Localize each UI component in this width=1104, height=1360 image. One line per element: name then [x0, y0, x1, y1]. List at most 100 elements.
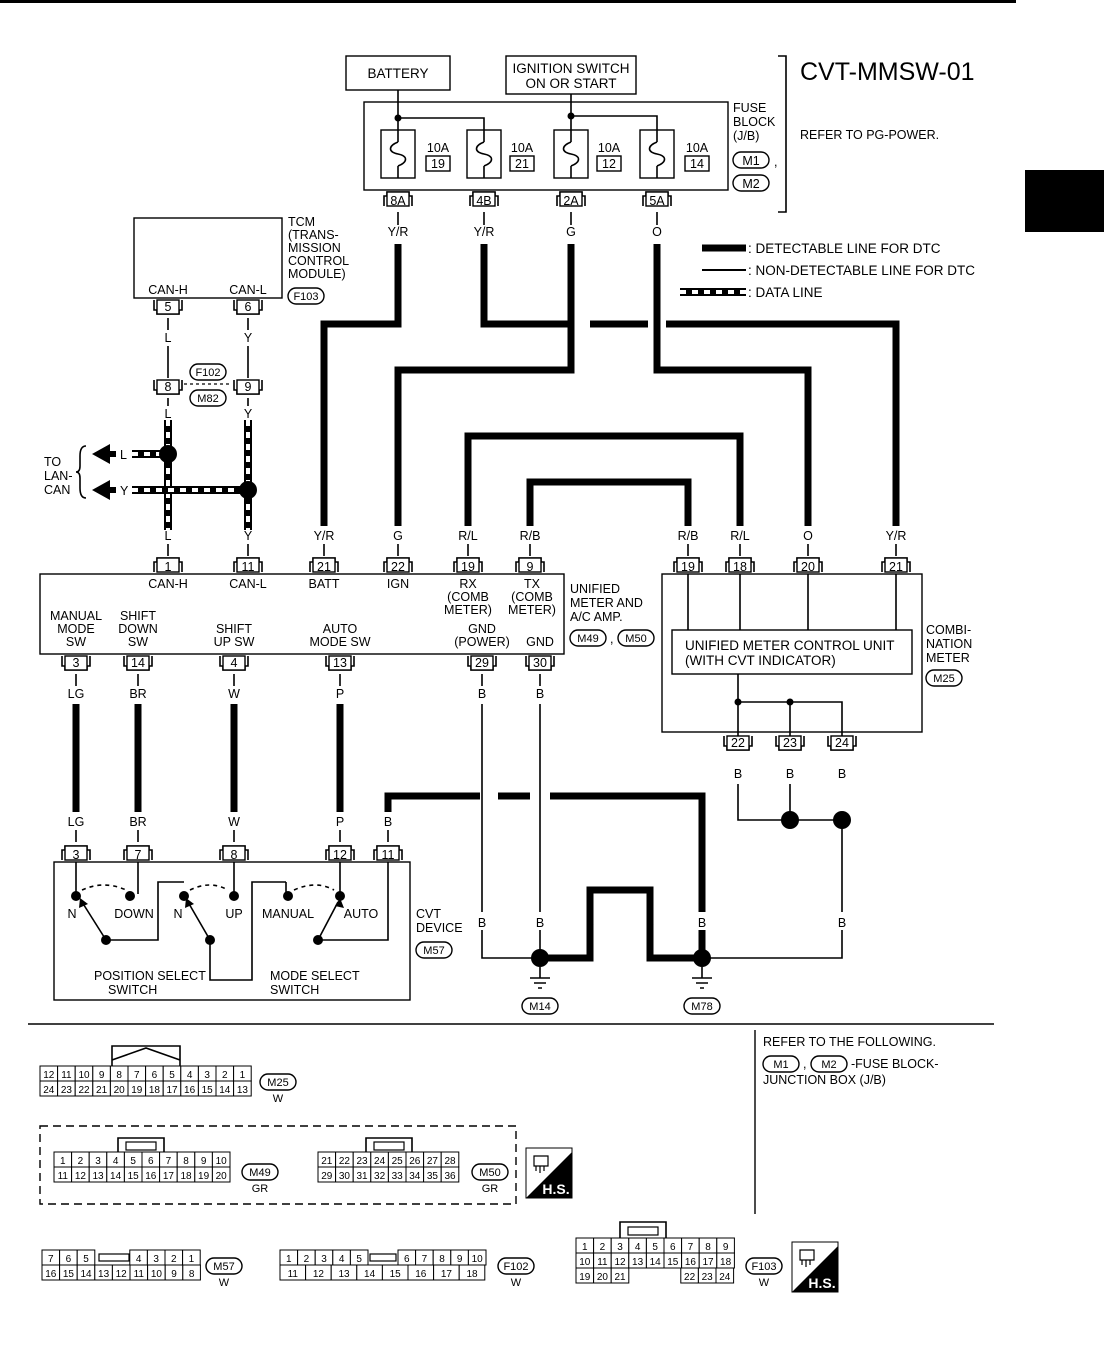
connector-cell-label: 3 [95, 1156, 101, 1167]
connector-cell-label: 9 [201, 1156, 207, 1167]
svg-text:5A: 5A [649, 194, 665, 208]
connector-cell-label: 16 [45, 1269, 57, 1280]
connector-cell-label: 11 [597, 1257, 608, 1268]
svg-text:MODULE): MODULE) [288, 267, 346, 281]
lan-wire-y: Y [120, 484, 129, 498]
svg-text:14: 14 [690, 157, 704, 171]
cvt-device-label: CVT DEVICE M57 [415, 907, 463, 959]
connector-cell-label: 16 [184, 1085, 196, 1096]
lan-wire-l: L [120, 448, 127, 462]
connector-cell-label: 32 [374, 1171, 386, 1182]
svg-text:(J/B): (J/B) [733, 129, 759, 143]
joint-connector: 8 9 F102 M82 [153, 363, 263, 407]
connector-cell [715, 1267, 735, 1284]
ignition-label-2: ON OR START [525, 76, 616, 91]
connector-cell-label: 24 [374, 1156, 386, 1167]
svg-text:11: 11 [382, 848, 395, 862]
ground-m14: M14 [521, 997, 559, 1015]
svg-text:L: L [165, 529, 172, 543]
connector-cell-label: 15 [63, 1269, 75, 1280]
svg-text:M49: M49 [577, 633, 598, 645]
connector-cell-label: 6 [670, 1242, 676, 1253]
connector-cell-label: 23 [61, 1085, 73, 1096]
svg-text:DOWN: DOWN [118, 622, 158, 636]
svg-text:B: B [646, 916, 654, 930]
svg-text:20: 20 [801, 560, 815, 574]
tcm-box [133, 217, 283, 299]
svg-text:29: 29 [475, 656, 489, 670]
svg-text:9: 9 [527, 560, 534, 574]
connector-cell-label: 14 [110, 1171, 122, 1182]
svg-text:R/B: R/B [520, 529, 541, 543]
svg-text:M1: M1 [742, 154, 759, 168]
connector-cell-label: 13 [237, 1085, 249, 1096]
fuse-21: 10A 21 [466, 129, 535, 179]
ground-m78: M78 [683, 997, 721, 1015]
svg-text:CAN: CAN [44, 483, 70, 497]
connector-cell-label: 13 [92, 1171, 104, 1182]
svg-text:19: 19 [461, 560, 475, 574]
wire-4b: Y/R [474, 225, 495, 239]
svg-text:DOWN: DOWN [114, 907, 154, 921]
connector-cell-label: 18 [720, 1257, 732, 1268]
svg-text:G: G [393, 529, 403, 543]
svg-text:B: B [536, 687, 544, 701]
svg-text:RX: RX [459, 577, 477, 591]
fuse-terminal-4b: 4B [469, 191, 499, 208]
connector-cell-label: 29 [321, 1171, 333, 1182]
svg-text:M1: M1 [773, 1059, 788, 1071]
svg-text:2A: 2A [563, 194, 579, 208]
connector-cell [458, 1264, 486, 1281]
tcm-can-l-label: CAN-L [229, 283, 267, 297]
svg-text:8: 8 [165, 380, 172, 394]
svg-text:MISSION: MISSION [288, 241, 341, 255]
connector-cell-label: 4 [187, 1070, 193, 1081]
fuse-terminal-8a: 8A [383, 191, 413, 208]
svg-text:11: 11 [242, 560, 255, 574]
connector-cell-label: 2 [171, 1254, 177, 1265]
svg-text:METER): METER) [444, 603, 492, 617]
connector-cell-label: 19 [198, 1171, 210, 1182]
connector-cell-label: 3 [153, 1254, 159, 1265]
svg-text:SHIFT: SHIFT [216, 622, 252, 636]
connector-cell-label: 34 [409, 1171, 421, 1182]
power-wires [320, 212, 900, 556]
connector-cell-label: 6 [148, 1156, 154, 1167]
connector-cell-label: 6 [66, 1254, 72, 1265]
connector-cell-label: 9 [457, 1254, 463, 1265]
connector-cell [211, 1166, 231, 1183]
connector-cell-label: 35 [427, 1171, 439, 1182]
connector-cell [182, 1264, 201, 1281]
connector-view-f102-label: F102 W [497, 1257, 535, 1289]
svg-text:R/L: R/L [458, 529, 478, 543]
svg-text:H.S.: H.S. [808, 1275, 835, 1291]
cvt-switch-labels: POSITION SELECT SWITCH MODE SELECT SWITC… [94, 969, 360, 997]
svg-text:O: O [803, 529, 813, 543]
connector-cell-label: 5 [83, 1254, 89, 1265]
svg-text:14: 14 [131, 656, 145, 670]
diagram-title: CVT-MMSW-01 [800, 58, 975, 86]
svg-text:NATION: NATION [926, 637, 972, 651]
svg-text:13: 13 [333, 656, 347, 670]
connector-cell-label: 18 [466, 1269, 478, 1280]
connector-cell-label: 12 [75, 1171, 87, 1182]
svg-text:Y/R: Y/R [314, 529, 335, 543]
lan-can-arrows: L Y TO LAN- CAN [44, 444, 129, 500]
fuse-terminal-5a: 5A [642, 191, 672, 208]
connector-cell-label: 5 [652, 1242, 658, 1253]
svg-text:,: , [610, 632, 613, 646]
svg-text:W: W [219, 1277, 230, 1289]
wire-5a: O [652, 225, 662, 239]
connector-cell [610, 1267, 630, 1284]
connector-cell-label: 11 [61, 1070, 72, 1081]
svg-text:10A: 10A [427, 141, 450, 155]
connector-cell-label: 30 [339, 1171, 351, 1182]
tcm-wire-l: L [165, 331, 172, 345]
title-bracket [778, 55, 787, 213]
svg-text:10A: 10A [511, 141, 534, 155]
tcm-wire-y: Y [244, 331, 253, 345]
connector-cell-label: 24 [43, 1085, 55, 1096]
connector-cell-label: 20 [216, 1171, 228, 1182]
